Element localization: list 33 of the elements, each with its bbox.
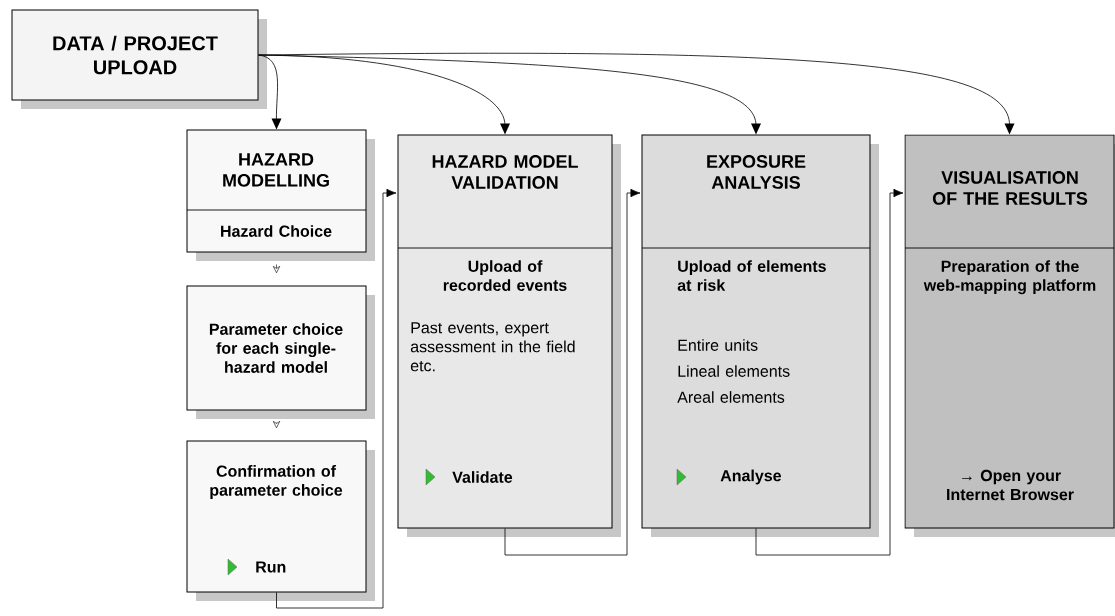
- arrow: [504, 188, 641, 556]
- arrow: [258, 52, 1015, 135]
- heading-text: HAZARD MODEL VALIDATION: [432, 155, 578, 189]
- step-label: Parameter choice for each single-hazard model: [209, 323, 343, 373]
- arrow: [276, 188, 397, 609]
- process-box: [397, 134, 621, 537]
- process-box: [186, 285, 375, 419]
- heading-text: EXPOSURE ANALYSIS: [707, 155, 806, 189]
- process-box: [186, 440, 375, 601]
- process-box: [11, 9, 267, 109]
- analyse-label: Analyse: [720, 469, 781, 485]
- open-browser-label: → Open your Internet Browser: [947, 469, 1074, 501]
- validate-label: Validate: [452, 471, 513, 483]
- arrow: [258, 54, 761, 135]
- step-label: Confirmation of parameter choice: [210, 465, 343, 499]
- step-label: Hazard Choice: [221, 225, 332, 237]
- process-box: [904, 134, 1115, 537]
- list-item: Lineal elements: [678, 365, 790, 377]
- heading-text: DATA / PROJECT UPLOAD: [53, 35, 218, 75]
- chevron-arrow: [272, 421, 281, 429]
- list-item: Entire units: [678, 339, 758, 351]
- arrow: [755, 188, 904, 556]
- process-box: [186, 129, 375, 261]
- chevron-arrow: [272, 264, 281, 274]
- heading-text: VISUALISATION OF THE RESULTS: [932, 171, 1088, 205]
- description-text: Past events, expert assessment in the field etc.: [410, 322, 575, 372]
- run-label: Run: [256, 561, 286, 573]
- heading-text: HAZARD MODELLING: [223, 153, 329, 187]
- step-label: Preparation of the web-mapping platform: [923, 260, 1096, 295]
- step-label: Upload of recorded events: [443, 260, 567, 291]
- process-box: [641, 134, 879, 537]
- list-item: Areal elements: [677, 391, 785, 403]
- step-label: Upload of elements at risk: [677, 260, 826, 291]
